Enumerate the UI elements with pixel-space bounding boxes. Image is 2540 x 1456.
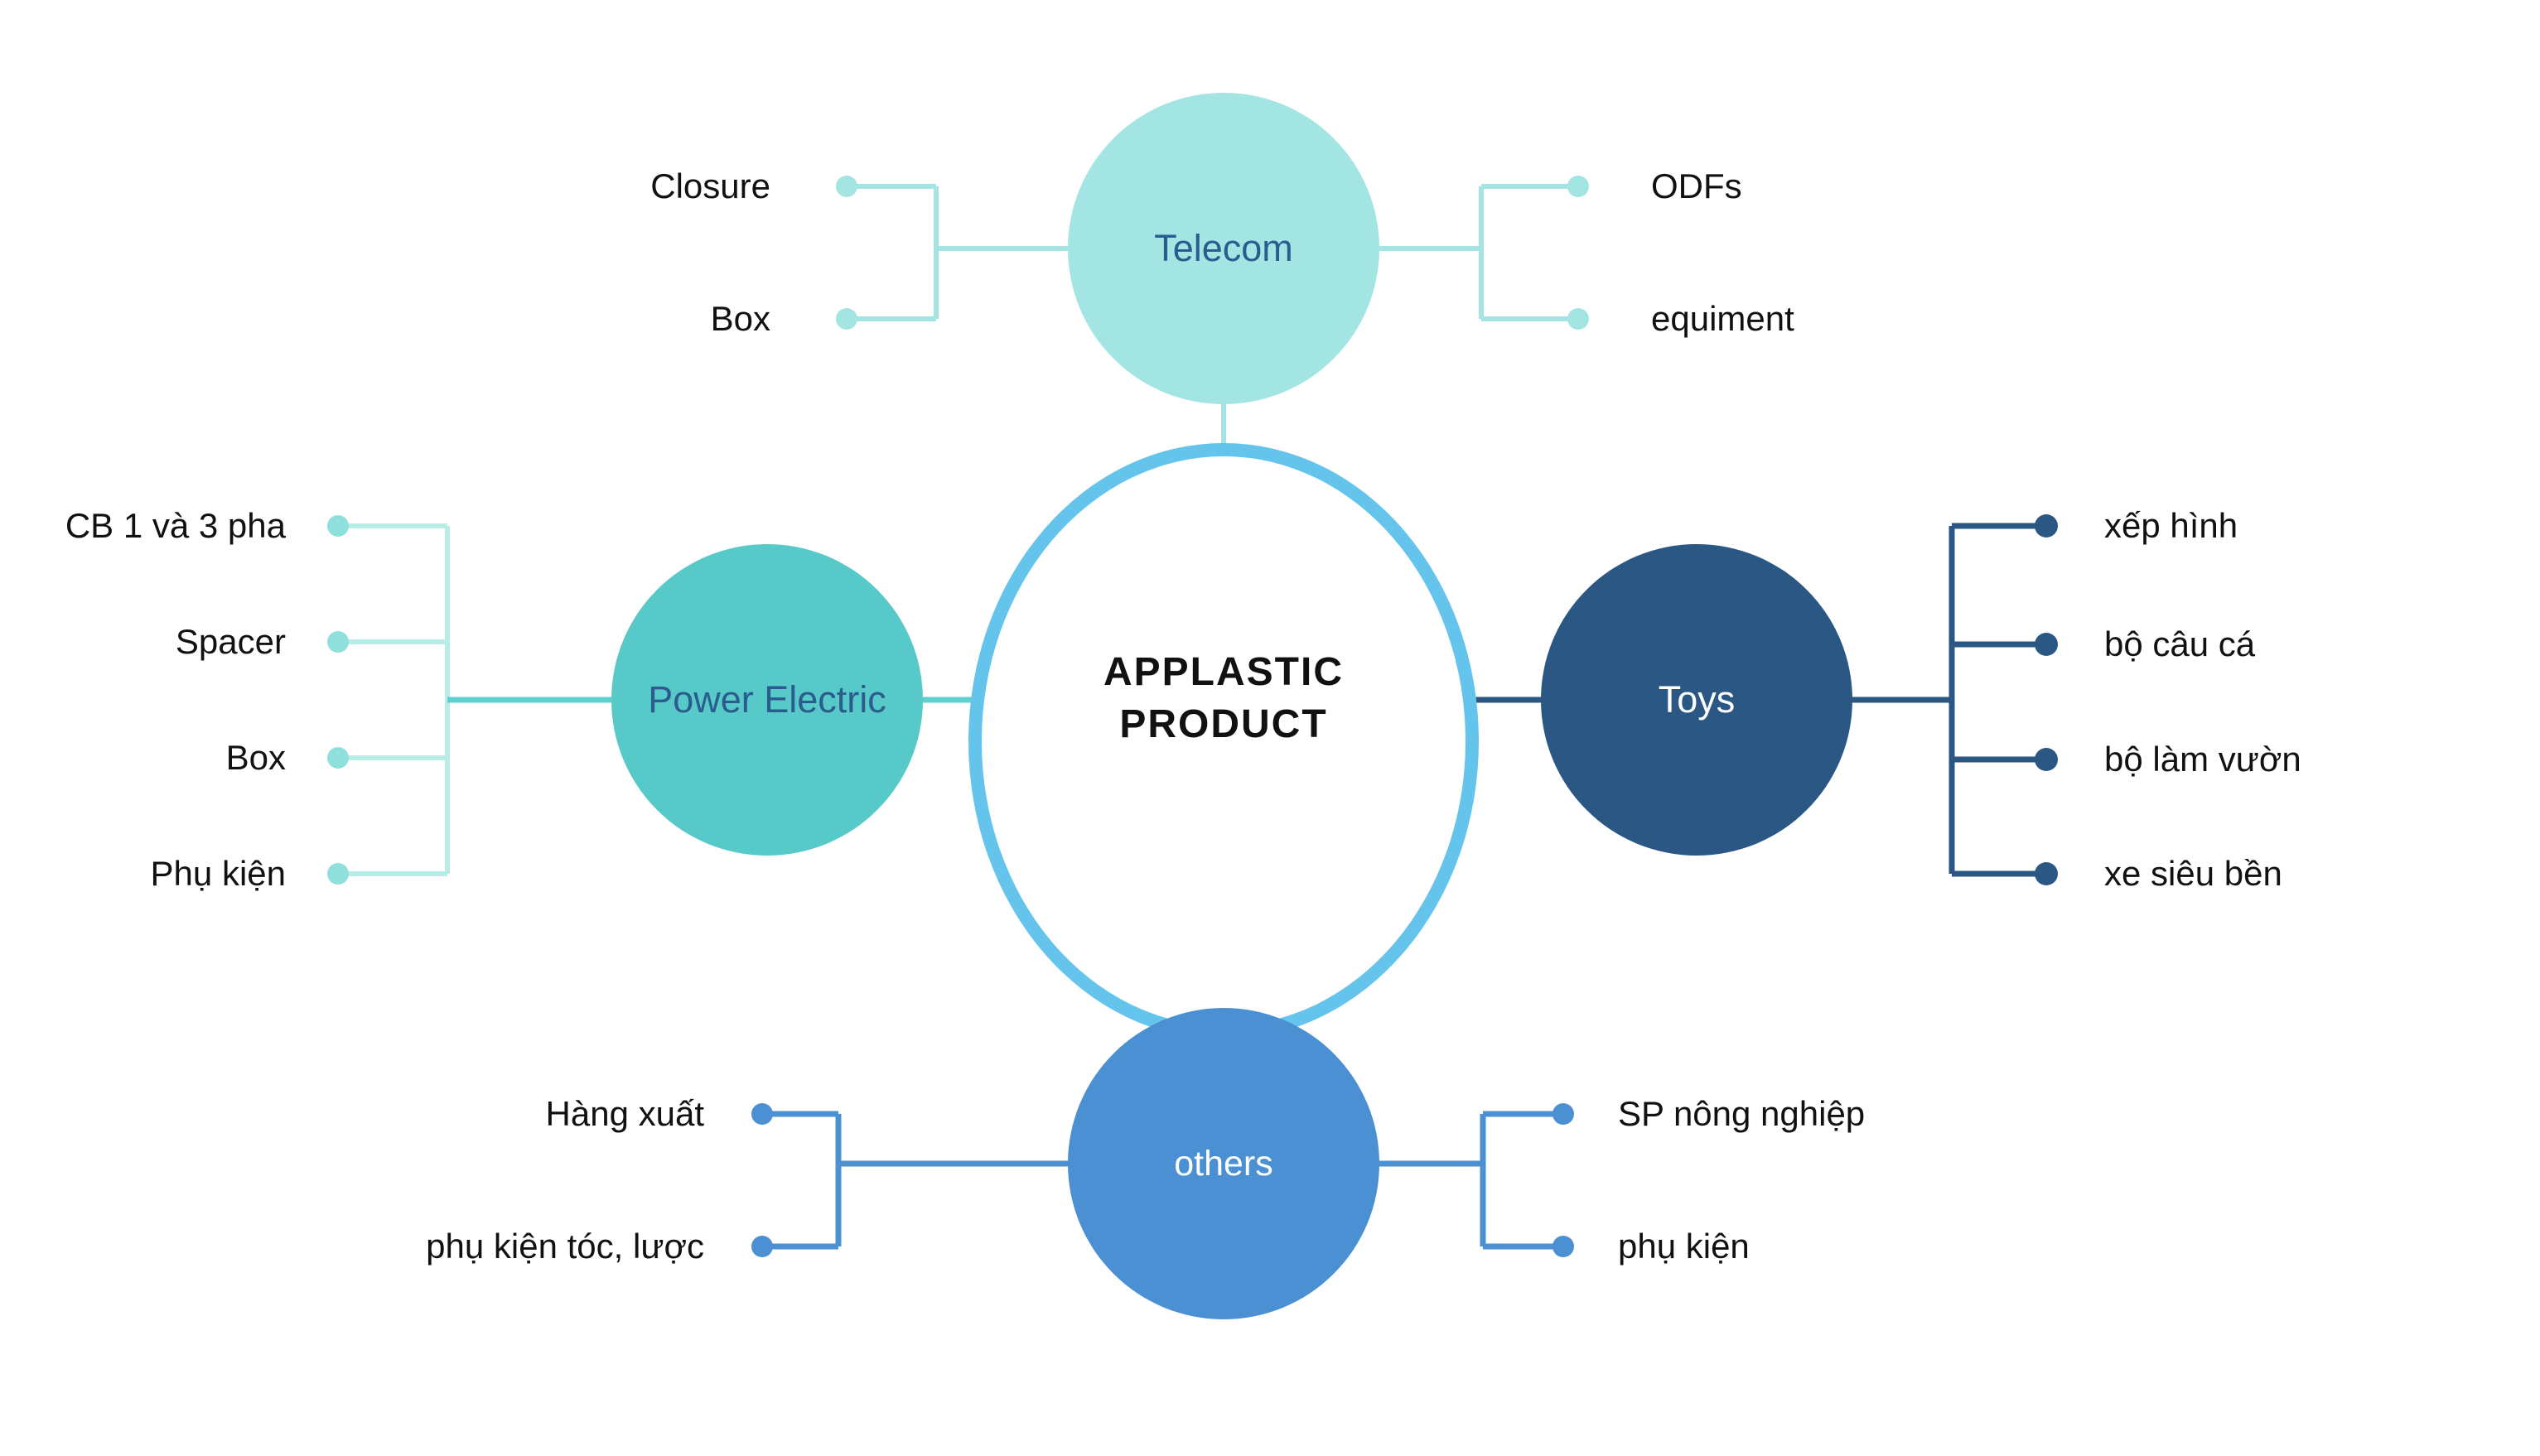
leaf-xe-sieu-ben: xe siêu bền	[2104, 854, 2282, 893]
leaf-dot	[1567, 308, 1589, 330]
node-others-label: others	[1174, 1143, 1273, 1184]
leaf-phu-kien-power: Phụ kiện	[150, 854, 286, 893]
leaf-dot	[751, 1236, 773, 1257]
leaf-xep-hinh: xếp hình	[2104, 506, 2238, 545]
leaf-hang-xuat: Hàng xuất	[545, 1094, 704, 1133]
leaf-dot	[1552, 1236, 1574, 1257]
node-toys-label: Toys	[1658, 678, 1736, 721]
power-electric-leaf-dots	[327, 515, 349, 885]
node-telecom: Telecom	[1068, 93, 1379, 404]
leaf-dot	[1567, 176, 1589, 197]
leaf-dot	[2035, 633, 2058, 656]
leaf-spacer: Spacer	[175, 622, 286, 661]
leaf-dot	[327, 631, 349, 653]
power-electric-bracket-lines	[338, 523, 450, 876]
leaf-closure: Closure	[650, 166, 770, 205]
leaf-box-power: Box	[225, 738, 286, 777]
leaf-bo-lam-vuon: bộ làm vườn	[2104, 740, 2301, 779]
toys-leaf-dots	[2035, 514, 2058, 885]
leaf-cb-1-va-3-pha: CB 1 và 3 pha	[65, 506, 286, 545]
node-power-electric-label: Power Electric	[648, 678, 886, 721]
leaf-dot	[751, 1103, 773, 1125]
telecom-branch-lines	[847, 184, 1578, 447]
leaf-dot	[327, 747, 349, 769]
leaf-dot	[836, 176, 857, 197]
node-others: others	[1068, 1008, 1379, 1319]
leaf-dot	[327, 515, 349, 537]
leaf-equiment: equiment	[1651, 299, 1794, 338]
leaf-dot	[2035, 862, 2058, 885]
node-telecom-label: Telecom	[1154, 227, 1293, 269]
others-leaf-dots	[751, 1103, 1574, 1257]
telecom-leaf-dots	[836, 176, 1589, 330]
leaf-odfs: ODFs	[1651, 166, 1742, 205]
leaf-dot	[327, 863, 349, 885]
node-toys: Toys	[1541, 544, 1852, 856]
leaf-bo-cau-ca: bộ câu cá	[2104, 624, 2256, 663]
leaf-dot	[1552, 1103, 1574, 1125]
center-node: APPLASTIC PRODUCT	[968, 443, 1479, 1039]
leaf-dot	[2035, 748, 2058, 771]
center-title-line-2: PRODUCT	[1119, 702, 1328, 746]
others-branch-lines	[762, 951, 1563, 1250]
node-power-electric: Power Electric	[611, 544, 923, 856]
toys-branch-lines	[1475, 523, 2046, 877]
center-title-line-1: APPLASTIC	[1103, 649, 1344, 694]
leaf-dot	[2035, 514, 2058, 538]
leaf-phu-kien-others: phụ kiện	[1618, 1227, 1750, 1266]
leaf-box-telecom: Box	[710, 299, 770, 338]
leaf-phu-kien-toc-luoc: phụ kiện tóc, lược	[426, 1227, 704, 1266]
leaf-dot	[836, 308, 857, 330]
leaf-sp-nong-nghiep: SP nông nghiệp	[1618, 1094, 1866, 1133]
